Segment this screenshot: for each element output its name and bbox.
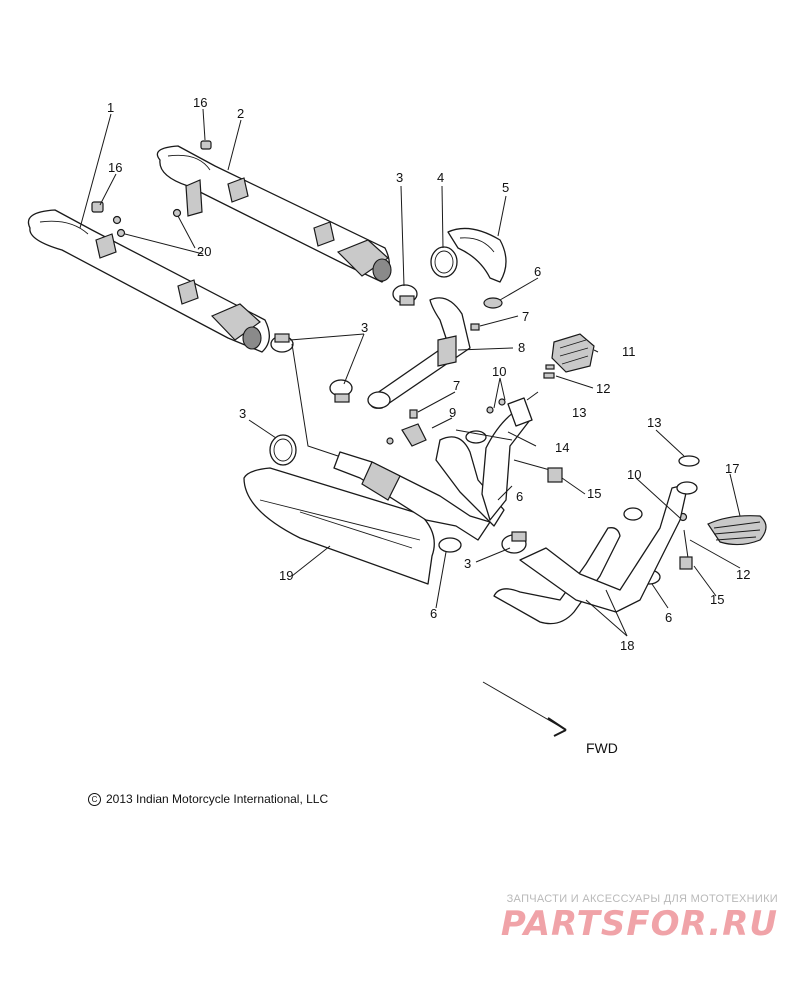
callout-3a: 3 [396, 170, 403, 185]
callout-15a: 15 [587, 486, 601, 501]
gasket-3-ring [269, 434, 297, 466]
callout-20: 20 [197, 244, 211, 259]
callout-12b: 12 [736, 567, 750, 582]
forward-arrow: FWD [482, 681, 618, 756]
callout-6a: 6 [534, 264, 541, 279]
bolt-7-upper [470, 323, 480, 331]
callout-5: 5 [502, 180, 509, 195]
bolt-7-lower [409, 409, 418, 419]
gasket-13-ring [678, 455, 700, 467]
callout-16b: 16 [108, 160, 122, 175]
callout-14: 14 [555, 440, 569, 455]
callout-16a: 16 [193, 95, 207, 110]
o2-sensor-15-left [513, 459, 563, 483]
copyright-text: 2013 Indian Motorcycle International, LL… [106, 792, 329, 806]
heat-shield-5 [447, 227, 507, 283]
o2-sensor-15-right [679, 529, 693, 570]
head-pipes-14 [435, 397, 533, 527]
callout-15b: 15 [710, 592, 724, 607]
heat-shield-11 [551, 333, 595, 373]
leader-lines [79, 108, 741, 637]
callout-17: 17 [725, 461, 739, 476]
callout-6d: 6 [665, 610, 672, 625]
crossover-pipe [333, 451, 491, 541]
fastener-10-left [486, 398, 506, 414]
callout-13a: 13 [572, 405, 586, 420]
callout-3c: 3 [239, 406, 246, 421]
fastener-16-lower [91, 201, 104, 213]
callout-1: 1 [107, 100, 114, 115]
head-pipes-18 [493, 481, 698, 625]
clamp-3-left [329, 379, 353, 403]
callout-6b: 6 [516, 489, 523, 504]
copyright-symbol: C [88, 793, 101, 806]
callout-8: 8 [518, 340, 525, 355]
clamp-3-upper [392, 284, 418, 306]
callout-7b: 7 [453, 378, 460, 393]
heat-shield-19 [243, 467, 435, 585]
callout-2: 2 [237, 106, 244, 121]
gasket-6-top [483, 297, 503, 309]
muffler-left [27, 209, 270, 353]
callout-10a: 10 [492, 364, 506, 379]
callout-13b: 13 [647, 415, 661, 430]
bracket-9 [386, 423, 427, 447]
clamp-3-middle [270, 333, 294, 353]
screws-12-13 [526, 364, 555, 401]
fastener-16-upper [200, 140, 212, 150]
copyright-notice: C 2013 Indian Motorcycle International, L… [88, 792, 328, 806]
watermark-tagline: ЗАПЧАСТИ И АКСЕССУАРЫ ДЛЯ МОТОТЕХНИКИ [506, 893, 778, 905]
callout-4: 4 [437, 170, 444, 185]
callout-3b: 3 [361, 320, 368, 335]
callout-3d: 3 [464, 556, 471, 571]
callout-10b: 10 [627, 467, 641, 482]
heat-shield-clamp-4 [430, 246, 458, 278]
callout-19: 19 [279, 568, 293, 583]
callout-9: 9 [449, 405, 456, 420]
callout-18: 18 [620, 638, 634, 653]
watermark-logo: PARTSFOR.RU [500, 904, 778, 944]
fasteners-20 [112, 208, 182, 238]
head-pipe-8 [367, 297, 471, 409]
callout-7a: 7 [522, 309, 529, 324]
callout-12a: 12 [596, 381, 610, 396]
callout-11: 11 [622, 344, 636, 359]
gasket-6-left [438, 537, 462, 553]
fwd-label: FWD [586, 740, 618, 756]
callout-labels: 1 2 16 16 20 3 4 5 6 7 8 3 7 9 10 11 12 … [107, 95, 750, 653]
heat-shield-17 [707, 515, 767, 546]
muffler-right [156, 145, 392, 283]
callout-6c: 6 [430, 606, 437, 621]
